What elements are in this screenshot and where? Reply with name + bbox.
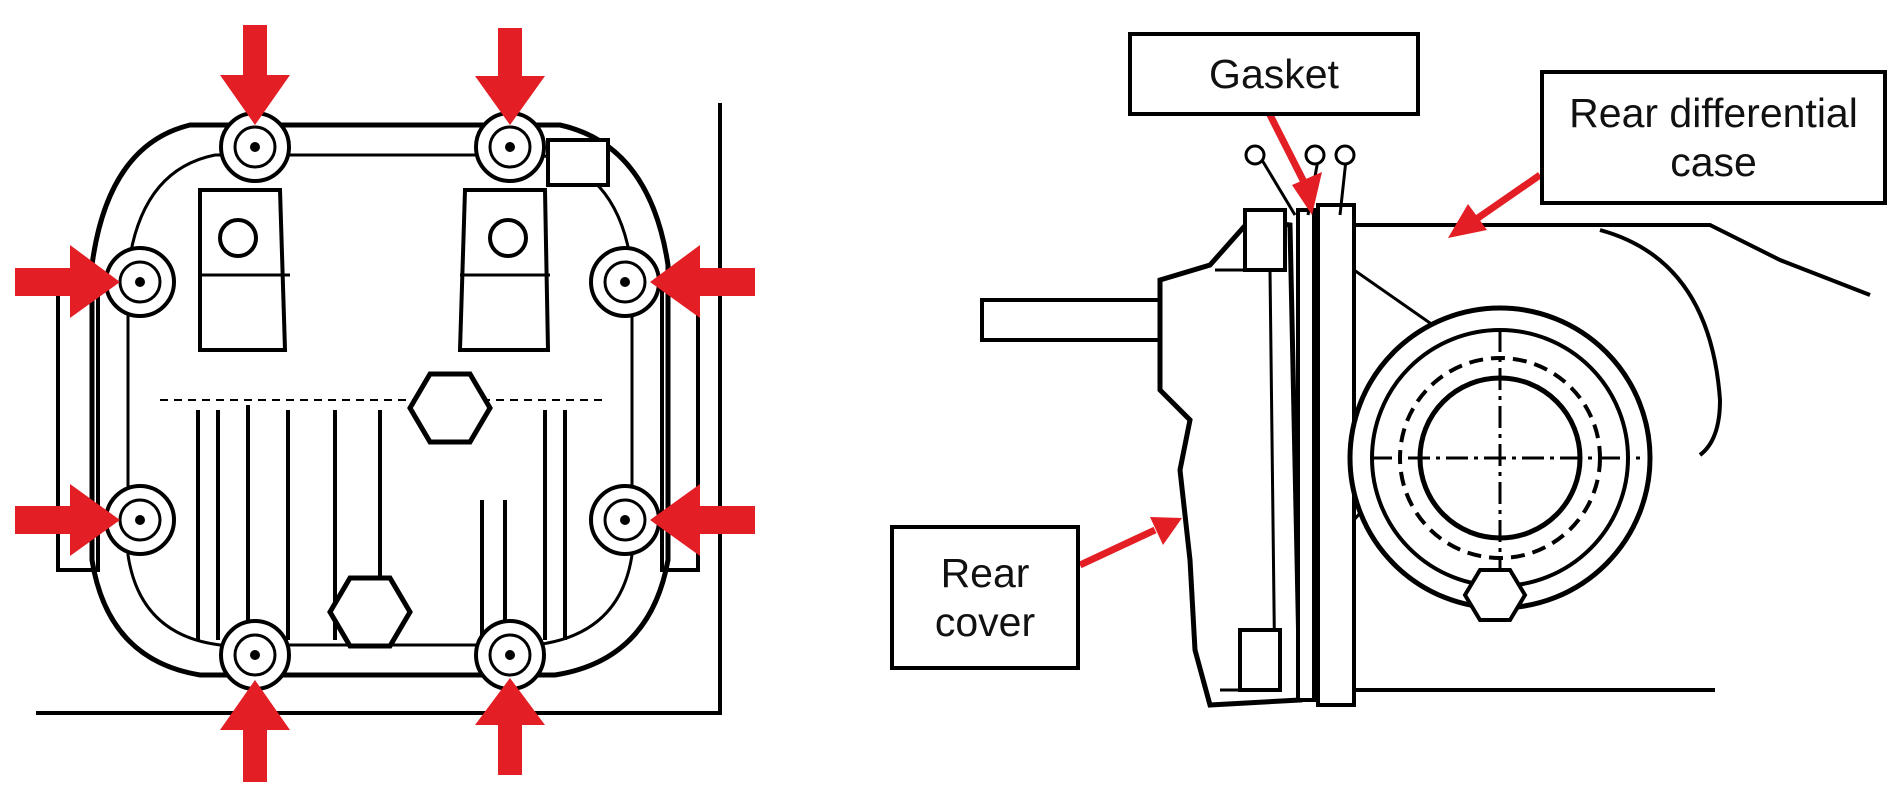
callout-arrows — [1078, 103, 1542, 569]
case-arrow-head — [1448, 204, 1487, 238]
fill-plug-hex — [407, 371, 493, 445]
arrow-up-bottom-right — [475, 678, 545, 775]
arrow-down-top-left — [220, 25, 290, 125]
gasket-leader-lines — [1244, 144, 1356, 216]
rear-differential-case-callout: Rear differential case — [1540, 70, 1887, 205]
cover-arrow-head — [1150, 517, 1182, 545]
left-bracket — [198, 188, 288, 352]
gasket-layer — [1296, 208, 1316, 702]
cover-bolt-bottom — [1238, 628, 1282, 692]
rear-differential-case-label-line2: case — [1670, 138, 1757, 185]
left-bracket-hole — [218, 218, 258, 258]
rear-cover-front-view — [15, 25, 755, 782]
gasket-arrow-head — [1292, 172, 1322, 215]
bolt-arrows — [15, 25, 755, 782]
differential-case-body — [1354, 223, 1871, 297]
right-bracket-hole — [488, 218, 528, 258]
arrow-down-top-right — [475, 28, 545, 125]
arrow-left-mid-right — [650, 245, 755, 318]
cover-outline — [89, 122, 671, 678]
drain-plug-hex — [327, 575, 413, 649]
rear-differential-side-view — [980, 103, 1871, 708]
right-bracket — [457, 188, 551, 352]
gasket-label: Gasket — [1209, 50, 1339, 97]
shaft-stub — [980, 298, 1164, 342]
arrow-left-low-right — [650, 484, 755, 556]
rear-differential-case-label-line1: Rear differential — [1569, 90, 1858, 137]
arrow-right-mid-left — [15, 245, 120, 318]
gasket-callout: Gasket — [1128, 32, 1420, 116]
rear-cover-label-line2: cover — [934, 598, 1036, 645]
rear-cover-callout: Rear cover — [890, 525, 1080, 670]
arrow-up-bottom-left — [220, 680, 290, 782]
rear-cover-label-line1: Rear — [940, 550, 1030, 597]
bearing-assembly — [1347, 305, 1653, 622]
arrow-right-low-left — [15, 484, 120, 556]
breather-boss — [546, 138, 610, 187]
cover-bolt-top — [1243, 208, 1287, 272]
